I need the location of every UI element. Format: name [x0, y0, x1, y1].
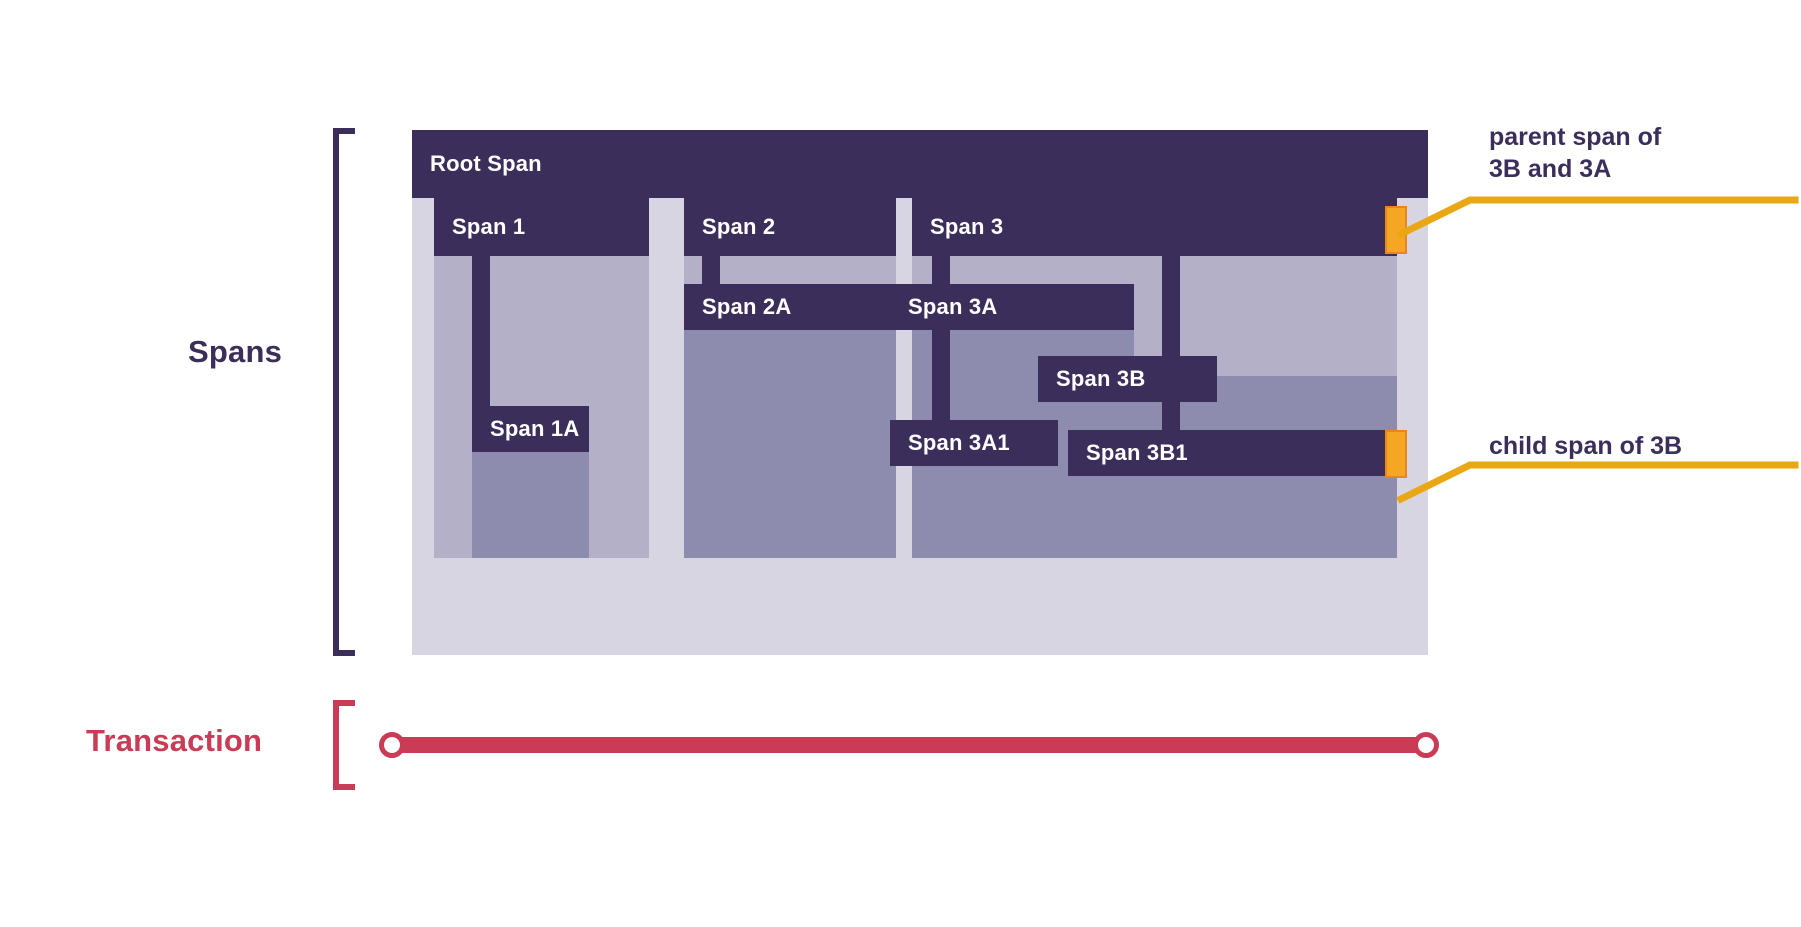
spans-bracket	[333, 128, 355, 656]
annotation-parent-span: parent span of 3B and 3A	[1489, 123, 1662, 183]
annotation-child-span: child span of 3B	[1489, 432, 1683, 460]
span-3b[interactable]: Span 3B	[1038, 356, 1217, 402]
transaction-category-label: Transaction	[86, 723, 263, 758]
marker-child-span-3b1	[1385, 430, 1407, 478]
leader-line-child	[1396, 461, 1799, 504]
leader-line-parent	[1396, 196, 1799, 239]
stem-span3a-to-span3a1	[932, 330, 950, 430]
span-1a[interactable]: Span 1A	[472, 406, 589, 452]
transaction-bar	[379, 732, 1439, 758]
transaction-bracket	[333, 700, 355, 790]
transaction-start-marker[interactable]	[379, 732, 405, 758]
transaction-line	[383, 737, 1435, 753]
stem-span1-to-span1a	[472, 256, 490, 406]
span-3a[interactable]: Span 3A	[890, 284, 1134, 330]
span-2[interactable]: Span 2	[684, 198, 896, 256]
span-3b1[interactable]: Span 3B1	[1068, 430, 1397, 476]
spans-category-label: Spans	[188, 334, 283, 369]
transaction-end-marker[interactable]	[1413, 732, 1439, 758]
span-3[interactable]: Span 3	[912, 198, 1397, 256]
span-1[interactable]: Span 1	[434, 198, 649, 256]
span-3a1[interactable]: Span 3A1	[890, 420, 1064, 466]
stem-span3-to-span3b	[1162, 256, 1180, 376]
spans-container: Root Span Span 1 Span 1A Span 2 Span 2A …	[412, 130, 1428, 655]
span-2a[interactable]: Span 2A	[684, 284, 896, 330]
span-root[interactable]: Root Span	[412, 130, 1428, 198]
